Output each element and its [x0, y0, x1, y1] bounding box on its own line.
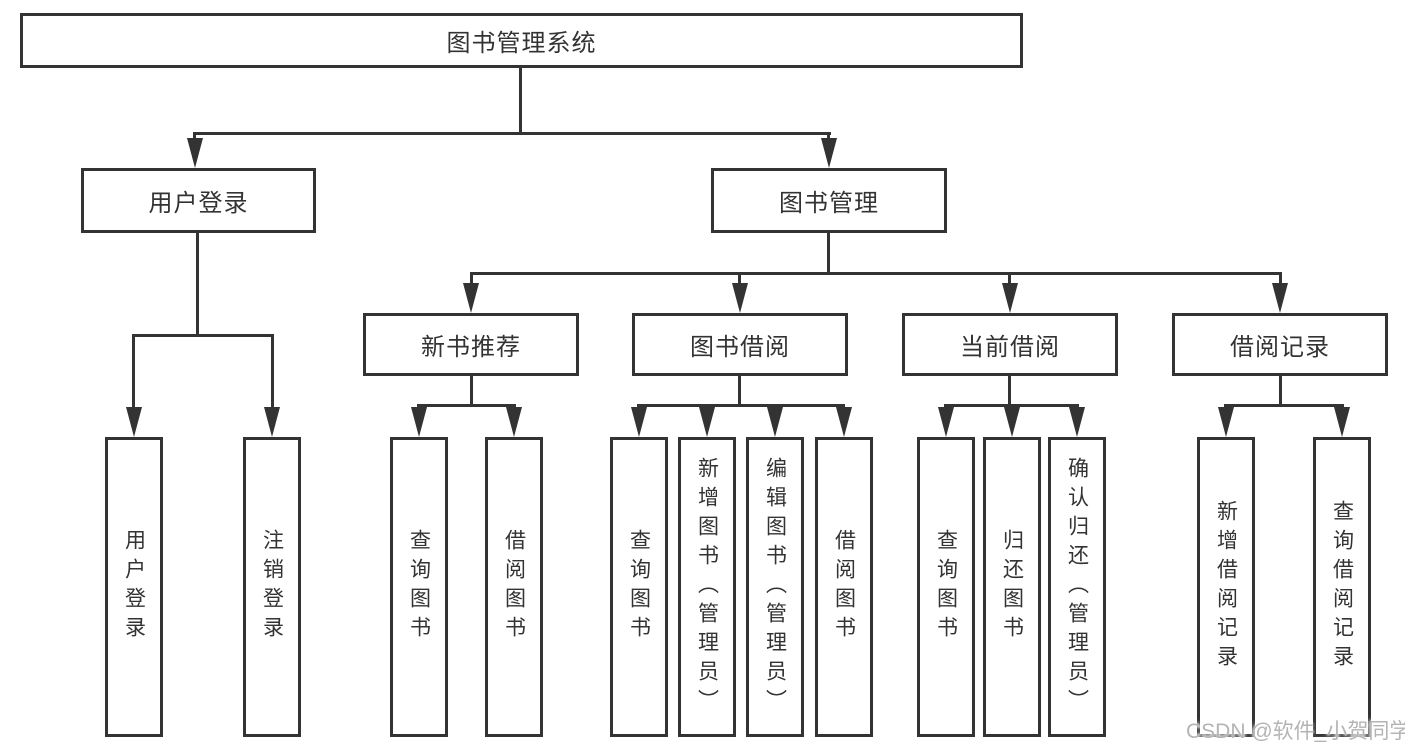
node-current-borrowing: 当前借阅: [902, 313, 1118, 376]
node-label: 用户登录: [148, 190, 249, 217]
connector-stub-bookborrow: [738, 272, 741, 288]
node-label: 用户登录: [122, 529, 146, 645]
connector-currentborrow-stem: [1008, 376, 1011, 406]
node-label: 新书推荐: [421, 334, 521, 361]
connector-borrowrecord-hline: [1224, 404, 1344, 407]
arrowhead-r1: [1218, 407, 1234, 437]
arrowhead-u2: [264, 407, 280, 437]
connector-stub-borrowrecord: [1279, 272, 1282, 288]
arrowhead-current-borrow: [1002, 283, 1018, 313]
node-new-book-recommend: 新书推荐: [363, 313, 579, 376]
leaf-query-borrow-record: 查询借阅记录: [1313, 437, 1371, 737]
connector-newbookrec-hline: [417, 404, 516, 407]
connector-userlogin-hline: [132, 334, 274, 337]
node-book-management: 图书管理: [711, 168, 947, 233]
leaf-return-book: 归还图书: [983, 437, 1041, 737]
node-label: 归还图书: [1000, 529, 1024, 645]
arrowhead-u1: [126, 407, 142, 437]
arrowhead-c2: [1004, 407, 1020, 437]
arrowhead-c1: [938, 407, 954, 437]
leaf-query-book-current: 查询图书: [917, 437, 975, 737]
node-label: 图书管理: [779, 190, 879, 217]
connector-newbookrec-stem: [470, 376, 473, 406]
arrowhead-c3: [1069, 407, 1085, 437]
node-label: 查询图书: [934, 529, 958, 645]
node-label: 查询借阅记录: [1330, 500, 1354, 674]
node-label: 确认归还（管理员）: [1065, 456, 1089, 718]
node-label: 编辑图书（管理员）: [763, 456, 787, 718]
node-label: 借阅图书: [502, 529, 526, 645]
leaf-add-borrow-record: 新增借阅记录: [1197, 437, 1255, 737]
node-label: 注销登录: [260, 529, 284, 645]
connector-stub-u1: [132, 334, 135, 410]
connector-bookmgmt-hline: [470, 272, 1282, 275]
leaf-add-book-admin: 新增图书（管理员）: [678, 437, 736, 737]
arrowhead-book-mgmt: [821, 138, 837, 168]
node-label: 借阅记录: [1230, 334, 1330, 361]
leaf-query-book-recommend: 查询图书: [390, 437, 448, 737]
node-label: 新增借阅记录: [1214, 500, 1238, 674]
connector-borrowrecord-stem: [1279, 376, 1282, 406]
leaf-confirm-return-admin: 确认归还（管理员）: [1048, 437, 1106, 737]
connector-stub-u2: [271, 334, 274, 410]
connector-stub-user-login: [193, 132, 196, 142]
connector-stub-currentborrow: [1008, 272, 1011, 288]
node-borrowing-records: 借阅记录: [1172, 313, 1388, 376]
connector-root-stem: [519, 68, 522, 134]
connector-userlogin-stem: [196, 233, 199, 337]
leaf-borrow-book-borrowing: 借阅图书: [815, 437, 873, 737]
node-label: 当前借阅: [960, 334, 1060, 361]
connector-stub-book-mgmt: [827, 132, 830, 142]
arrowhead-borrow-record: [1272, 283, 1288, 313]
connector-currentborrow-hline: [944, 404, 1079, 407]
node-label: 查询图书: [407, 529, 431, 645]
arrowhead-b2: [699, 407, 715, 437]
node-library-management-system: 图书管理系统: [20, 13, 1023, 68]
connector-root-hline: [195, 132, 831, 135]
arrowhead-r2: [1334, 407, 1350, 437]
connector-bookborrow-stem: [738, 376, 741, 406]
arrowhead-n1: [411, 407, 427, 437]
connector-bookmgmt-stem: [827, 233, 830, 275]
leaf-logout: 注销登录: [243, 437, 301, 737]
node-label: 新增图书（管理员）: [695, 456, 719, 718]
arrowhead-b3: [767, 407, 783, 437]
connector-stub-newbookrec: [470, 272, 473, 288]
node-label: 图书管理系统: [446, 30, 597, 57]
arrowhead-b4: [836, 407, 852, 437]
connector-bookborrow-hline: [637, 404, 845, 407]
arrowhead-n2: [506, 407, 522, 437]
node-label: 图书借阅: [690, 334, 790, 361]
arrowhead-user-login: [187, 138, 203, 168]
node-label: 查询图书: [627, 529, 651, 645]
node-book-borrowing: 图书借阅: [632, 313, 848, 376]
arrowhead-book-borrow: [732, 283, 748, 313]
csdn-watermark: CSDN @软件_小贺同学: [1186, 720, 1405, 743]
leaf-borrow-book-recommend: 借阅图书: [485, 437, 543, 737]
arrowhead-b1: [631, 407, 647, 437]
arrowhead-new-book-rec: [463, 283, 479, 313]
leaf-user-login: 用户登录: [105, 437, 163, 737]
node-label: 借阅图书: [832, 529, 856, 645]
node-user-login: 用户登录: [81, 168, 316, 233]
leaf-edit-book-admin: 编辑图书（管理员）: [746, 437, 804, 737]
leaf-query-book-borrowing: 查询图书: [610, 437, 668, 737]
